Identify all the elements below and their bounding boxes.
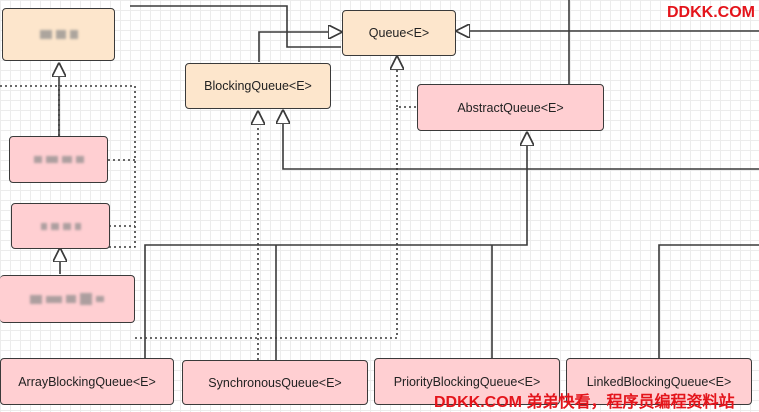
node-abstract-queue-label: AbstractQueue<E> [457, 100, 564, 115]
edge-queue-left [130, 5, 341, 48]
node-priority-blocking-queue-label: PriorityBlockingQueue<E> [393, 374, 541, 389]
node-queue-label: Queue<E> [368, 26, 430, 40]
edge-linked-up [658, 244, 759, 358]
node-redacted-top[interactable] [2, 8, 115, 61]
node-redacted-mid1[interactable] [9, 136, 108, 183]
node-abstract-queue[interactable]: AbstractQueue<E> [417, 84, 604, 131]
node-array-blocking-queue[interactable]: ArrayBlockingQueue<E> [0, 358, 174, 405]
watermark-bottom: DDKK.COM 弟弟快看，程序员编程资料站 [434, 394, 735, 411]
redacted-label [39, 30, 78, 39]
edge-abstractqueue-right [283, 111, 759, 170]
node-redacted-bottom[interactable] [0, 275, 135, 323]
edge-left-dotted-a [0, 85, 136, 248]
watermark-top: DDKK.COM [667, 4, 755, 21]
node-blocking-queue[interactable]: BlockingQueue<E> [185, 63, 331, 109]
node-synchronous-queue-label: SynchronousQueue<E> [208, 375, 342, 390]
node-synchronous-queue[interactable]: SynchronousQueue<E> [182, 360, 368, 405]
node-redacted-mid2[interactable] [11, 203, 110, 249]
edge-blockingqueue-queue [258, 32, 341, 62]
edge-queue-dotted [135, 106, 418, 339]
node-blocking-queue-label: BlockingQueue<E> [204, 79, 312, 93]
node-linked-blocking-queue-label: LinkedBlockingQueue<E> [586, 374, 732, 389]
redacted-label [33, 156, 84, 163]
node-queue[interactable]: Queue<E> [342, 10, 456, 56]
node-array-blocking-queue-label: ArrayBlockingQueue<E> [18, 374, 156, 389]
redacted-label [40, 222, 81, 230]
node-priority-blocking-queue[interactable]: PriorityBlockingQueue<E> [374, 358, 560, 405]
edge-classes-abstractqueue [144, 133, 527, 358]
node-linked-blocking-queue[interactable]: LinkedBlockingQueue<E> [566, 358, 752, 405]
redacted-label [30, 293, 104, 305]
